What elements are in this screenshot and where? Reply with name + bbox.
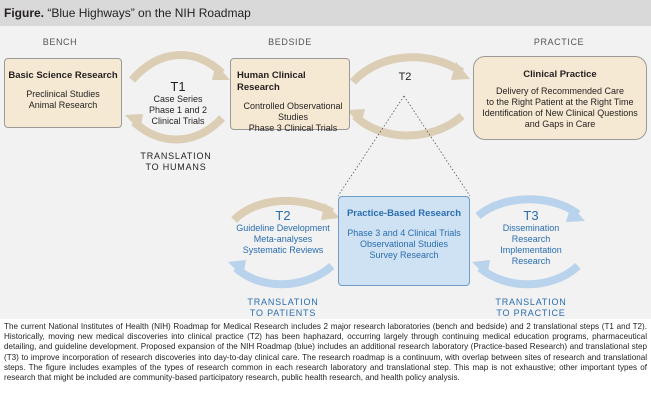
t1-bottom-arrow [131,115,225,144]
t2-bottom-return-arrow [233,262,335,289]
t2-bottom-return-arrowhead [228,260,246,277]
t3-translation-line-2: TO PRACTICE [496,308,566,318]
column-header-bench: BENCH [42,37,78,47]
dotted-connector-left [337,95,405,197]
t2-top-step: T2 [394,72,416,83]
t2-line-1: Guideline Development [236,223,330,233]
practice-based-line-1: Phase 3 and 4 Clinical Trials [347,228,461,238]
clinical-practice-title: Clinical Practice [523,69,597,80]
practice-based-line-3: Survey Research [369,250,439,260]
clinical-practice-line-4: and Gaps in Care [524,119,596,129]
clinical-practice-line-1: Delivery of Recommended Care [495,86,625,96]
t2-top-label: T2 [398,71,412,83]
t1-top-arrowhead [212,64,230,80]
dotted-connector-right [403,95,471,197]
t2-bottom-arrowhead [321,203,340,220]
basic-science-line-1: Preclinical Studies [26,89,100,99]
t3-top-arrowhead [566,205,585,222]
t1-label: T1 [170,79,186,94]
t3-bottom-arrow [477,262,581,289]
t3-line-1: Dissemination [502,223,560,233]
basic-science-line-2: Animal Research [28,100,98,110]
t1-translation-line-2: TO HUMANS [145,162,207,172]
figure-title-text: “Blue Highways” on the NIH Roadmap [47,6,251,20]
human-clinical-line-2: Studies [277,112,309,122]
clinical-practice-line-2: to the Right Patient at the Right Time [486,97,634,107]
t3-line-2: Research [511,234,551,244]
t3-label: T3 [523,208,539,223]
clinical-practice-line-3: Identification of New Clinical Questions [482,108,638,118]
practice-based-line-2: Observational Studies [359,239,449,249]
diagram-arrows [125,51,585,289]
t2-top-return-arrowhead [347,109,365,126]
t2-translation-line-2: TO PATIENTS [249,308,317,318]
t2-top-arrow [350,53,465,85]
figure-title: Figure. “Blue Highways” on the NIH Roadm… [4,6,251,20]
column-header-practice: PRACTICE [533,37,585,47]
figure-caption: The current National Institutes of Healt… [4,322,647,383]
t2-translation-line-1: TRANSLATION [247,297,319,307]
t3-step: T3 Dissemination Research Implementation… [484,208,578,267]
t2-line-2: Meta-analyses [253,234,313,244]
t1-bottom-arrowhead [125,114,143,131]
human-clinical-line-1: Controlled Observational [243,101,343,111]
t3-line-4: Research [511,256,551,266]
t1-translation-label: TRANSLATION TO HUMANS [124,151,228,173]
t1-translation-line-1: TRANSLATION [140,151,212,161]
t2-step: T2 Guideline Development Meta-analyses S… [233,208,333,256]
t3-top-arrow [475,195,581,220]
t1-line-3: Clinical Trials [151,116,205,126]
human-clinical-title: Human Clinical Research [237,70,306,93]
t2-line-3: Systematic Reviews [242,245,324,255]
t1-line-1: Case Series [153,94,203,104]
human-clinical-line-3: Phase 3 Clinical Trials [248,123,338,133]
figure-title-bar: Figure. “Blue Highways” on the NIH Roadm… [0,0,651,26]
t1-line-2: Phase 1 and 2 [148,105,208,115]
t2-top-return-arrow [352,112,465,140]
figure-label: Figure. [4,6,45,20]
t3-line-3: Implementation [500,245,562,255]
basic-science-title: Basic Science Research [8,70,118,81]
t2-translation-label: TRANSLATION TO PATIENTS [228,297,338,319]
t2-label: T2 [275,208,291,223]
t2-top-arrowhead [451,62,470,80]
t1-step: T1 Case Series Phase 1 and 2 Clinical Tr… [134,79,222,127]
clinical-practice-box: Clinical Practice Delivery of Recommende… [473,56,647,140]
t2-bottom-arrow [231,196,334,223]
column-header-bedside: BEDSIDE [268,37,312,47]
human-clinical-box: Human Clinical Research Controlled Obser… [230,58,350,133]
practice-based-title: Practice-Based Research [346,208,462,219]
practice-based-box: Practice-Based Research Phase 3 and 4 Cl… [338,196,470,286]
basic-science-box: Basic Science Research Preclinical Studi… [4,58,122,128]
t3-bottom-arrowhead [472,260,490,277]
t3-translation-line-1: TRANSLATION [495,297,567,307]
t3-translation-label: TRANSLATION TO PRACTICE [476,297,586,319]
t1-top-arrow [128,51,225,83]
